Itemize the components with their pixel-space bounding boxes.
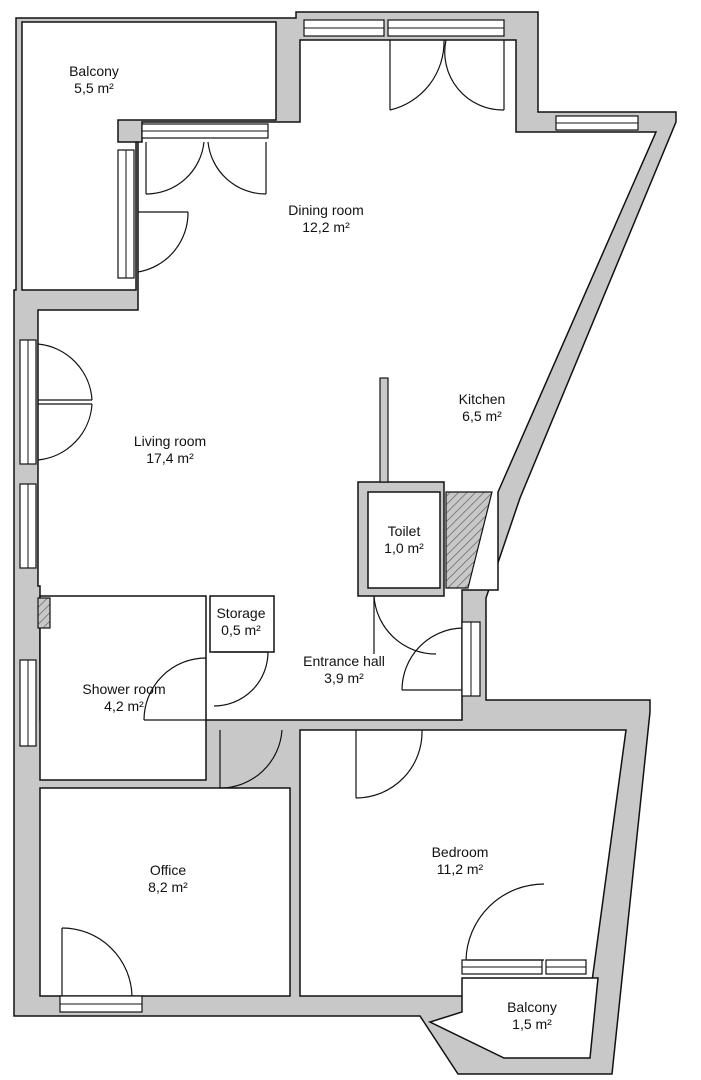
room-label-kitchen: Kitchen 6,5 m² [459,391,506,424]
balcony-bottom-floor [427,977,599,1059]
shower-room-floor [39,595,207,781]
room-area: 1,5 m² [512,1016,552,1032]
room-area: 8,2 m² [148,879,188,895]
room-area: 6,5 m² [462,408,502,424]
room-label-toilet: Toilet 1,0 m² [384,523,424,556]
room-label-storage: Storage 0,5 m² [216,605,265,638]
office-floor [39,787,291,997]
room-area: 3,9 m² [324,670,364,686]
hatched-shaft [445,491,493,589]
balcony-top-floor [21,21,277,291]
window [19,19,639,1013]
room-name: Entrance hall [303,653,385,669]
kitchen-partition [379,377,389,483]
room-name: Kitchen [459,391,506,407]
room-area: 17,4 m² [146,450,194,466]
room-name: Office [150,862,187,878]
main-floor [37,39,658,721]
room-name: Balcony [507,999,557,1015]
room-area: 4,2 m² [104,698,144,714]
room-name: Storage [216,605,265,621]
room-area: 12,2 m² [302,219,350,235]
room-name: Living room [134,433,206,449]
room-area: 11,2 m² [437,861,484,877]
room-name: Bedroom [432,844,489,860]
room-area: 1,0 m² [384,540,424,556]
room-name: Shower room [82,681,165,697]
room-label-balcony-top: Balcony 5,5 m² [69,63,119,96]
room-area: 5,5 m² [74,80,114,96]
hatched-shaft-small [37,597,51,629]
door [37,39,545,997]
room-label-balcony-bottom: Balcony 1,5 m² [507,999,557,1032]
room-label-bedroom: Bedroom 11,2 m² [432,844,489,877]
room-label-living: Living room 17,4 m² [134,433,206,466]
room-label-hall: Entrance hall 3,9 m² [303,653,385,686]
toilet-floor [367,491,441,589]
room-label-office: Office 8,2 m² [148,862,188,895]
storage-floor [209,595,275,653]
room-name: Dining room [288,202,363,218]
room-area: 0,5 m² [221,622,261,638]
room-label-shower: Shower room 4,2 m² [82,681,165,714]
room-name: Toilet [388,523,421,539]
room-label-dining: Dining room 12,2 m² [288,202,363,235]
room-name: Balcony [69,63,119,79]
